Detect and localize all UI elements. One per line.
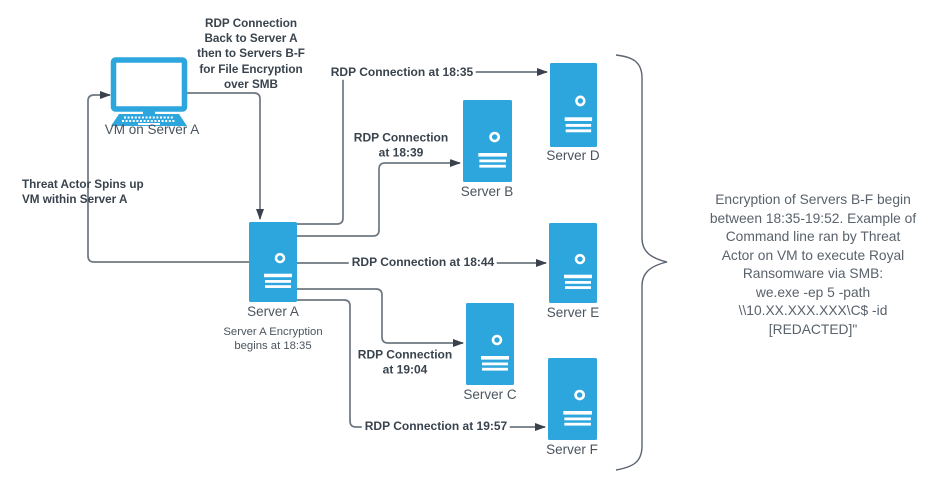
server-b-label: Server B bbox=[460, 184, 514, 199]
server-icon bbox=[463, 100, 512, 182]
server-a-sublabel: Server A Encryption begins at 18:35 bbox=[223, 326, 323, 352]
server-f-label: Server F bbox=[546, 442, 598, 457]
connector-label-rdp-1839: RDP Connection at 18:39 bbox=[350, 130, 452, 160]
server-d-node bbox=[550, 63, 597, 147]
server-e-label: Server E bbox=[546, 305, 600, 320]
server-f-node bbox=[548, 358, 597, 440]
server-d-label: Server D bbox=[546, 148, 600, 163]
server-icon bbox=[249, 222, 297, 302]
vm-node bbox=[109, 57, 189, 127]
server-icon bbox=[548, 358, 597, 440]
server-icon bbox=[549, 223, 597, 303]
server-e-node bbox=[549, 223, 597, 303]
curly-brace bbox=[615, 54, 668, 471]
computer-icon bbox=[109, 57, 189, 127]
server-icon bbox=[466, 303, 514, 385]
server-a-label: Server A bbox=[247, 304, 299, 319]
connector-spin-up-vm bbox=[87, 91, 249, 263]
server-c-node bbox=[466, 303, 514, 385]
vm-node-label: VM on Server A bbox=[104, 122, 200, 137]
connector-label-rdp-1844: RDP Connection at 18:44 bbox=[348, 254, 498, 270]
connector-label-rdp-1904: RDP Connection at 19:04 bbox=[354, 347, 456, 377]
server-b-node bbox=[463, 100, 512, 182]
server-icon bbox=[550, 63, 597, 147]
server-c-label: Server C bbox=[463, 387, 517, 402]
connector-label-rdp-1835: RDP Connection at 18:35 bbox=[327, 64, 477, 80]
connector-rdp-back-to-server-a bbox=[185, 92, 264, 220]
connector-label-rdp-1957: RDP Connection at 19:57 bbox=[361, 418, 511, 434]
server-a-node bbox=[249, 222, 297, 302]
top-annotation: RDP Connection Back to Server A then to … bbox=[197, 17, 305, 91]
connector-rdp-1839 bbox=[297, 159, 461, 237]
left-annotation: Threat Actor Spins up VM within Server A bbox=[22, 178, 144, 207]
connector-rdp-1957 bbox=[297, 299, 546, 431]
brace-note: Encryption of Servers B-F begin between … bbox=[709, 192, 917, 337]
connector-rdp-1904 bbox=[297, 288, 464, 347]
